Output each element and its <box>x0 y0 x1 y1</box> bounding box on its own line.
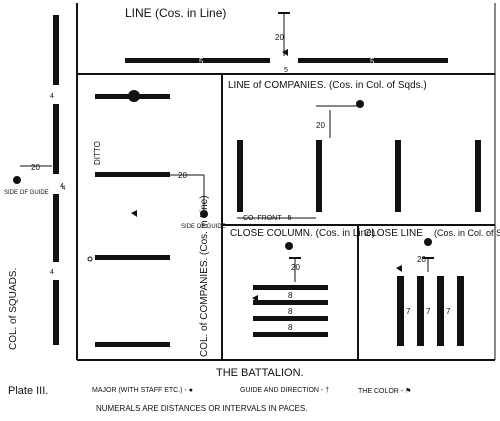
interval-label: 5 <box>199 57 204 66</box>
section-col-of-squads: 4 4 4 20 SIDE OF GUIDE 4 COL. of SQUADS. <box>4 15 66 350</box>
line-of-companies-title: LINE of COMPANIES. (Cos. in Col. of Sqds… <box>228 80 427 91</box>
company-column <box>475 140 481 212</box>
ditto-label: DITTO <box>93 141 102 165</box>
section-line: LINE (Cos. in Line) 5 5 5 20 <box>125 6 448 74</box>
company-row <box>95 342 170 347</box>
color-flag-icon <box>282 49 288 56</box>
major-icon <box>356 100 364 108</box>
squad-column <box>53 104 59 174</box>
major-icon <box>13 176 21 184</box>
guide-icon: † <box>325 387 330 394</box>
close-line-subtitle: (Cos. in Col. of Sqds) <box>434 228 500 238</box>
interval-label: 7 <box>446 307 451 316</box>
distance-label: 20 <box>291 263 300 272</box>
color-flag-icon <box>396 265 402 272</box>
company-row <box>253 300 328 305</box>
section-col-of-companies: DITTO 20 SIDE OF GUIDE COL. of COMPANIES… <box>87 90 226 357</box>
distance-label: 20 <box>316 121 325 130</box>
major-icon <box>128 90 140 102</box>
company-column <box>437 276 444 346</box>
legend-major-label: MAJOR (WITH STAFF ETC.) - <box>92 387 187 394</box>
section-close-line: CLOSE LINE (Cos. in Col. of Sqds) 20 7 7… <box>364 228 500 346</box>
company-column <box>237 140 243 212</box>
front-label: CO. FRONT - 5 - <box>243 215 296 222</box>
legend-color: THE COLOR - ⚑ <box>358 387 411 395</box>
company-column <box>316 140 322 212</box>
squad-column <box>53 280 59 345</box>
gap-label: 5 <box>284 67 288 74</box>
side-of-guide-label: SIDE OF GUIDE <box>181 224 226 230</box>
company-column <box>457 276 464 346</box>
company-row <box>253 285 328 290</box>
company-row <box>95 172 170 177</box>
company-row <box>253 332 328 337</box>
color-flag-icon: ⚑ <box>405 388 412 395</box>
section-close-column: CLOSE COLUMN. (Cos. in Line) 20 8 8 8 <box>230 228 375 337</box>
interval-label: 7 <box>406 307 411 316</box>
interval-label: 8 <box>288 323 293 332</box>
interval-label: 4 <box>50 269 54 276</box>
company-row <box>95 255 170 260</box>
squad-column <box>53 194 59 262</box>
legend-guide-label: GUIDE AND DIRECTION - <box>240 387 324 394</box>
interval-label: 4 <box>60 183 64 190</box>
interval-label: 5 <box>370 57 375 66</box>
color-flag-icon <box>131 210 137 217</box>
close-column-title: CLOSE COLUMN. (Cos. in Line) <box>230 228 375 239</box>
distance-label: 20 <box>178 171 187 180</box>
distance-label: 20 <box>31 163 40 172</box>
distance-label: 20 <box>275 33 284 42</box>
company-column <box>395 140 401 212</box>
plate-title: THE BATTALION. <box>216 367 304 379</box>
company-column <box>397 276 404 346</box>
company-row <box>253 316 328 321</box>
col-of-companies-title: COL. of COMPANIES. (Cos. in Line) <box>199 195 210 357</box>
major-icon <box>200 210 208 218</box>
major-icon <box>424 238 432 246</box>
section-line-of-companies: LINE of COMPANIES. (Cos. in Col. of Sqds… <box>228 80 481 222</box>
col-of-squads-title: COL. of SQUADS. <box>8 268 19 350</box>
company-block <box>298 58 448 63</box>
squad-column <box>53 15 59 85</box>
plate-number: Plate III. <box>8 385 49 397</box>
legend-guide: GUIDE AND DIRECTION - † <box>240 387 329 394</box>
frame <box>76 3 496 361</box>
company-column <box>417 276 424 346</box>
interval-label: 8 <box>288 291 293 300</box>
interval-label: 4 <box>50 93 54 100</box>
major-icon: ● <box>188 387 193 394</box>
plate-note: NUMERALS ARE DISTANCES OR INTERVALS IN P… <box>96 404 308 413</box>
interval-label: 4 <box>62 186 66 192</box>
interval-label: 8 <box>288 307 293 316</box>
distance-label: 20 <box>417 255 426 264</box>
major-icon <box>285 242 293 250</box>
interval-label: 7 <box>426 307 431 316</box>
company-block <box>125 58 270 63</box>
legend-major: MAJOR (WITH STAFF ETC.) - ● <box>92 387 193 394</box>
guide-marker <box>87 256 93 262</box>
line-title: LINE (Cos. in Line) <box>125 6 226 20</box>
legend-color-label: THE COLOR - <box>358 388 404 395</box>
side-of-guide-label: SIDE OF GUIDE <box>4 190 49 196</box>
close-line-title: CLOSE LINE <box>364 228 423 239</box>
